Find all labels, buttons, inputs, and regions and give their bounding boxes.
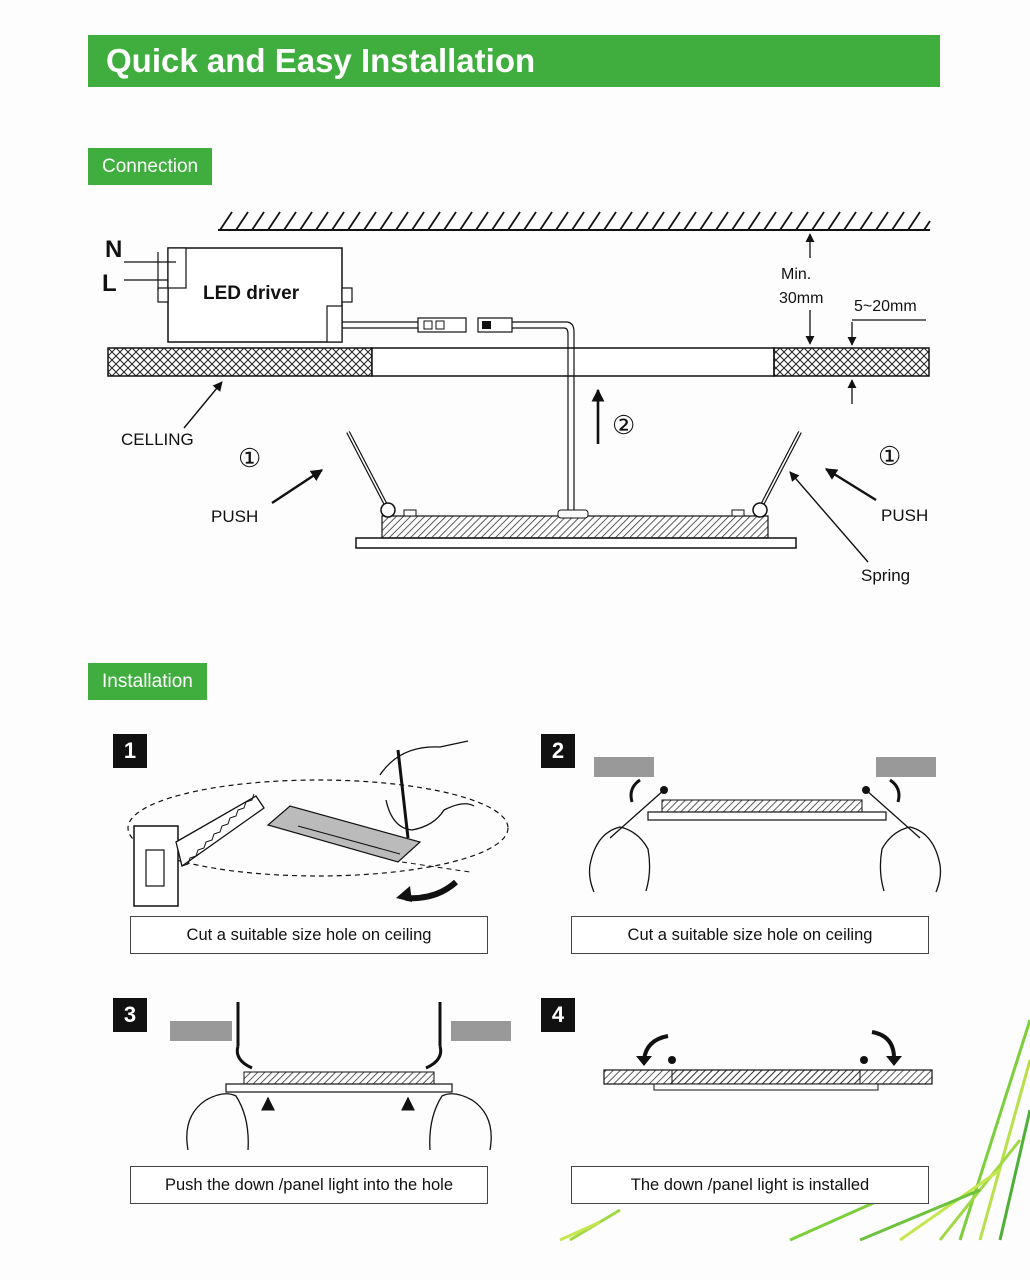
- wire-l-label: L: [102, 270, 117, 297]
- step-4-number: 4: [541, 998, 575, 1032]
- min-label: Min.: [781, 266, 812, 283]
- ceiling-label: CELLING: [121, 430, 194, 449]
- step-1-right-marker: ①: [878, 441, 902, 471]
- step-2-number: 2: [541, 734, 575, 768]
- push-right-label: PUSH: [881, 506, 929, 525]
- panel-light: [346, 431, 802, 549]
- push-left-label: PUSH: [211, 507, 259, 526]
- dimension-arrows: [805, 233, 926, 404]
- min-value-label: 30mm: [779, 290, 824, 307]
- step-1-number: 1: [113, 734, 147, 768]
- decorative-green-streaks: [559, 1019, 1030, 1242]
- installation-section-label: Installation: [88, 663, 207, 700]
- ceiling-top: [218, 211, 931, 231]
- connection-section-label: Connection: [88, 148, 213, 185]
- step-1-left-marker: ①: [238, 443, 262, 473]
- step-2-illustration: [588, 757, 942, 893]
- wire-n-label: N: [105, 236, 123, 263]
- step-1-illustration: [127, 740, 509, 907]
- page-title: Quick and Easy Installation: [106, 42, 536, 79]
- step-3-illustration: [170, 1002, 511, 1151]
- step-2-marker: ②: [612, 410, 636, 440]
- step-1-caption: Cut a suitable size hole on ceiling: [130, 916, 488, 954]
- step-2-caption: Cut a suitable size hole on ceiling: [571, 916, 929, 954]
- step-3-number: 3: [113, 998, 147, 1032]
- led-driver-box: [124, 247, 353, 343]
- header-banner: Quick and Easy Installation: [88, 35, 940, 87]
- spring-label: Spring: [861, 566, 911, 585]
- push-arrows: [183, 381, 877, 563]
- connector-cable: [342, 317, 575, 512]
- led-driver-label: LED driver: [203, 283, 300, 304]
- step-3-caption: Push the down /panel light into the hole: [130, 1166, 488, 1204]
- ceiling-board: [107, 347, 930, 377]
- step-4-caption: The down /panel light is installed: [571, 1166, 929, 1204]
- thickness-label: 5~20mm: [854, 298, 917, 315]
- step-4-illustration: [603, 1030, 933, 1091]
